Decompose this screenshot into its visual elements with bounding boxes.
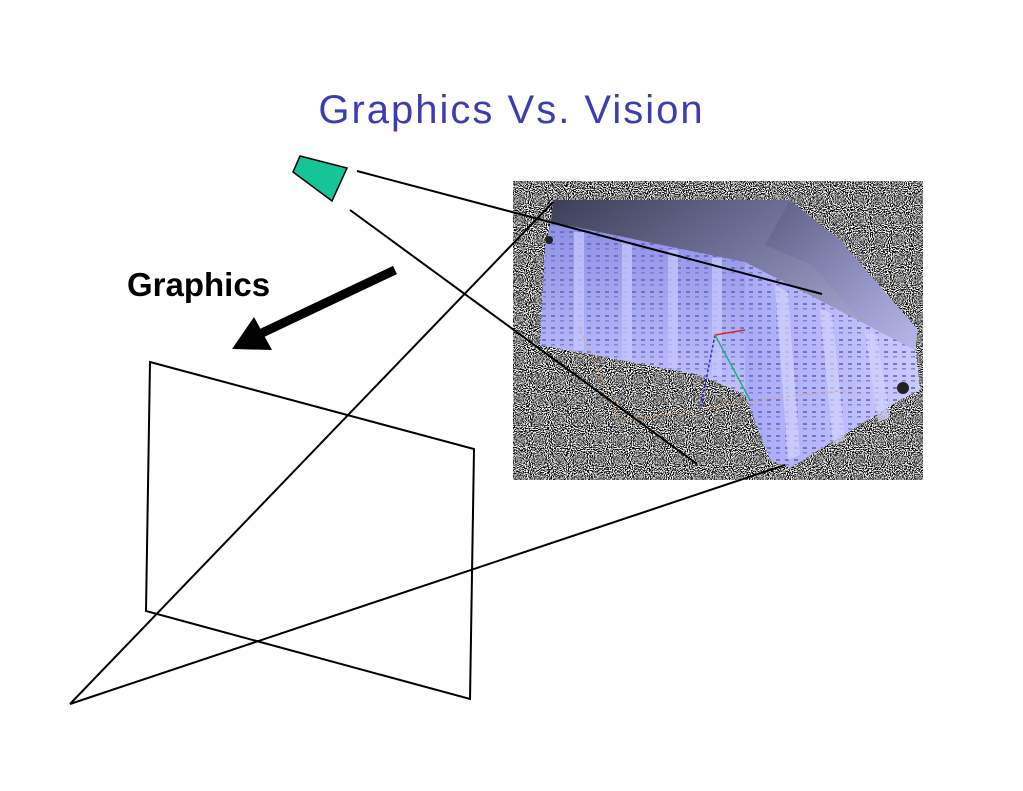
image-plane [144,360,476,701]
render-axes [699,329,751,411]
right-wing-pillars [775,285,890,460]
graphics-label: Graphics [127,266,271,303]
slide-title: Graphics Vs. Vision [318,88,705,132]
building-render-image [513,181,923,480]
render-path [579,329,851,421]
render-marker-left [545,236,553,244]
render-marker-right [897,382,909,394]
arrow-down-left-icon [232,265,397,350]
camera-frustum-icon [292,155,349,203]
camera-ray-upper [356,170,823,295]
camera-ray-lower [349,209,698,465]
projection-line-upper [69,201,554,705]
projection-line-lower [69,464,786,705]
left-wing-pillars [574,232,722,376]
building-roof-right [765,200,918,350]
